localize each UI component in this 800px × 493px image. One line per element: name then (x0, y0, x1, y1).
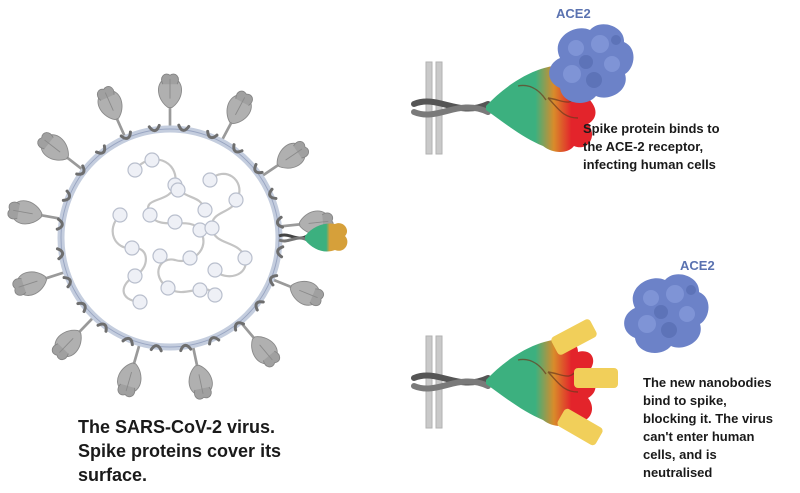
rna-bead-icon (207, 287, 223, 303)
virus-caption: The SARS-CoV-2 virus. Spike proteins cov… (78, 415, 378, 487)
sars-cov-2-virus-icon (5, 72, 348, 403)
rna-bead-icon (124, 240, 140, 256)
spike-protein-icon (157, 72, 183, 133)
rna-bead-icon (127, 268, 143, 284)
virus-caption-line: surface. (78, 465, 148, 485)
ace2-label-top: ACE2 (556, 6, 591, 21)
virus-spikes (5, 72, 336, 403)
ace2-receptor-icon (549, 24, 634, 103)
binding-caption: Spike protein binds to the ACE-2 recepto… (583, 120, 773, 174)
rna-bead-icon (167, 214, 183, 230)
rna-bead-icon (144, 152, 160, 168)
rna-beads (112, 152, 253, 310)
rna-bead-icon (182, 250, 198, 266)
nanobody-caption-line: cells, and is (643, 447, 717, 462)
nanobody-caption-line: neutralised (643, 465, 713, 480)
binding-caption-line: Spike protein binds to (583, 121, 720, 136)
nanobody-caption-line: The new nanobodies (643, 375, 772, 390)
rna-bead-icon (202, 172, 218, 188)
virus-caption-line: The SARS-CoV-2 virus. (78, 417, 276, 437)
nanobody-caption-line: can't enter human (643, 429, 755, 444)
nanobody-caption-line: blocking it. The virus (643, 411, 774, 426)
rna-bead-icon (204, 220, 220, 236)
virus-caption-line: Spike proteins cover its (78, 441, 282, 461)
nanobody-caption-line: bind to spike, (643, 393, 727, 408)
rna-bead-icon (132, 294, 148, 310)
rna-bead-icon (160, 280, 176, 296)
ace2-receptor-icon (624, 274, 709, 353)
rna-bead-icon (112, 207, 128, 223)
nanobody-caption: The new nanobodies bind to spike, blocki… (643, 374, 793, 482)
rna-bead-icon (127, 162, 143, 178)
rna-bead-icon (237, 250, 253, 266)
rna-bead-icon (170, 182, 186, 198)
rna-bead-icon (197, 202, 213, 218)
highlighted-spike-icon (278, 223, 348, 252)
rna-bead-icon (142, 207, 158, 223)
rna-bead-icon (152, 248, 168, 264)
rna-bead-icon (207, 262, 223, 278)
spike-protein-icon (5, 196, 68, 233)
spike-protein-icon (179, 338, 217, 403)
ace2-label-bottom: ACE2 (680, 258, 715, 273)
rna-bead-icon (228, 192, 244, 208)
rna-bead-icon (192, 282, 208, 298)
binding-caption-line: the ACE-2 receptor, (583, 139, 704, 154)
binding-caption-line: infecting human cells (583, 157, 716, 172)
